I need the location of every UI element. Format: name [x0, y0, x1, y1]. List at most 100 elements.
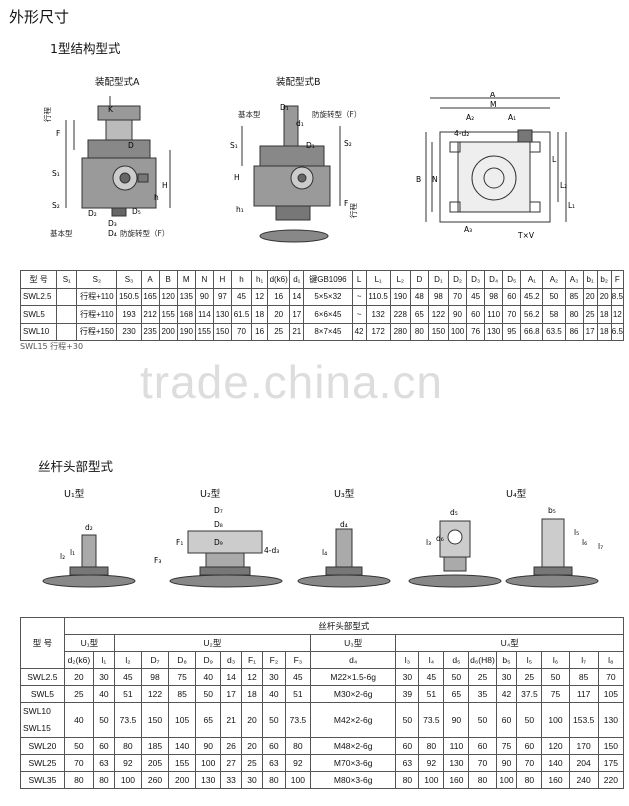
svg-text:D₁: D₁: [306, 141, 315, 150]
table1-cell: 120: [158, 287, 178, 306]
table1-cell: 16: [251, 322, 269, 341]
table1-cell: 65: [409, 305, 429, 324]
table1-cell: 122: [427, 305, 449, 324]
table1-cell: 21: [289, 322, 305, 341]
svg-text:A₂: A₂: [466, 113, 474, 122]
watermark-band: [40, 352, 600, 412]
table2-cell: 240: [568, 771, 599, 789]
table1-header-cell: F: [610, 270, 625, 289]
table1-cell: 228: [389, 305, 411, 324]
table1-cell: ~: [351, 287, 367, 306]
table1-cell: 8×7×45: [303, 322, 353, 341]
table2-cell: 73.5: [284, 702, 311, 738]
table2-sub-header: D₇: [140, 651, 170, 669]
table1-header-cell: d(k6): [267, 270, 291, 289]
svg-text:K: K: [108, 105, 114, 114]
table2-cell: M48×2-6g: [309, 737, 397, 755]
table1-cell: 60: [466, 305, 486, 324]
table1-cell: 230: [116, 322, 142, 341]
table1-cell: 17: [289, 305, 305, 324]
table1-cell: 25: [267, 322, 291, 341]
table2-cell: 100: [418, 771, 445, 789]
table2-cell: 80: [93, 771, 115, 789]
table2-cell: 50: [443, 668, 470, 686]
table1-cell: 86: [564, 322, 584, 341]
svg-text:S₁: S₁: [52, 169, 60, 178]
table2-cell: 50: [516, 702, 543, 738]
table1-header-cell: L: [351, 270, 367, 289]
table1-cell: 16: [267, 287, 291, 306]
table2-cell: 105: [597, 685, 625, 703]
svg-text:L: L: [552, 155, 557, 164]
table2-cell: 120: [541, 737, 570, 755]
table2-cell: 37.5: [516, 685, 543, 703]
table2-cell: 21: [220, 702, 243, 738]
table1-cell: 76: [466, 322, 486, 341]
table2-cell: 170: [568, 737, 599, 755]
table1-cell: 155: [194, 322, 214, 341]
svg-text:l₄: l₄: [322, 548, 327, 557]
svg-text:l₆: l₆: [582, 538, 587, 547]
table2-cell: 51: [284, 685, 311, 703]
table2-cell: M42×2-6g: [309, 702, 397, 738]
table2-type-header: U₁型: [63, 634, 115, 652]
table1-cell: SWL2.5: [19, 287, 58, 306]
table1-cell: 100: [447, 322, 468, 341]
table1-header-cell: S₂: [76, 270, 118, 289]
table2-cell: 130: [443, 754, 470, 772]
table1-cell: 80: [564, 305, 584, 324]
table2-sub-header: D₈: [168, 651, 197, 669]
table1-header-cell: 型 号: [19, 270, 58, 289]
table1-header-cell: L₂: [389, 270, 411, 289]
caption-u2: U₂型: [200, 489, 221, 500]
table2-cell: 80: [516, 771, 543, 789]
table1-cell: 110: [484, 305, 504, 324]
table1-header-cell: A₁: [520, 270, 544, 289]
table2-type-header: U₃型: [309, 634, 397, 652]
table1-cell: 80: [409, 322, 429, 341]
table1-cell: 190: [389, 287, 411, 306]
table1-cell: 18: [596, 305, 612, 324]
table2-cell: 205: [140, 754, 170, 772]
label-base-type-b: 基本型: [238, 110, 261, 119]
table2-cell: 85: [568, 668, 599, 686]
caption-u4: U₄型: [506, 489, 527, 500]
table2-sub-header: d₆(H8): [468, 651, 497, 669]
table1-cell: 97: [212, 287, 232, 306]
svg-text:D₅: D₅: [132, 207, 141, 216]
table2-cell: 60: [395, 737, 420, 755]
table1-cell: 150.5: [116, 287, 142, 306]
table2-cell: 92: [284, 754, 311, 772]
table2-sub-header: l₇: [568, 651, 599, 669]
table2-cell: 140: [541, 754, 570, 772]
table2-cell: 153.5: [568, 702, 599, 738]
table2-cell: 155: [168, 754, 197, 772]
table1-cell: 18: [596, 322, 612, 341]
table2-cell: 51: [113, 685, 142, 703]
table2-cell: 60: [495, 702, 518, 738]
table1-header-cell: M: [176, 270, 196, 289]
table1-cell: 14: [289, 287, 305, 306]
table1-header-cell: D: [409, 270, 429, 289]
table2-cell: 90: [195, 737, 222, 755]
table2-cell: 63: [395, 754, 420, 772]
table2-cell: SWL35: [20, 771, 65, 789]
table1-cell: 12: [610, 305, 625, 324]
svg-text:F: F: [344, 199, 348, 208]
table2-cell: 130: [195, 771, 222, 789]
table2-cell: 80: [468, 771, 497, 789]
table1-cell: 17: [582, 322, 598, 341]
table1-cell: 150: [212, 322, 232, 341]
table2-cell: 80: [261, 771, 286, 789]
table2-type-header: U₄型: [395, 634, 624, 652]
svg-text:d₂: d₂: [85, 523, 93, 532]
table1-cell: 90: [447, 305, 468, 324]
table1-cell: 45: [466, 287, 486, 306]
table2-cell: 60: [468, 737, 497, 755]
drawing-assembly-a: K F S₁ S₂ D H h D₂ D₃ D₄ D₅: [52, 96, 171, 238]
table1-header-cell: 键GB1096: [303, 270, 353, 289]
